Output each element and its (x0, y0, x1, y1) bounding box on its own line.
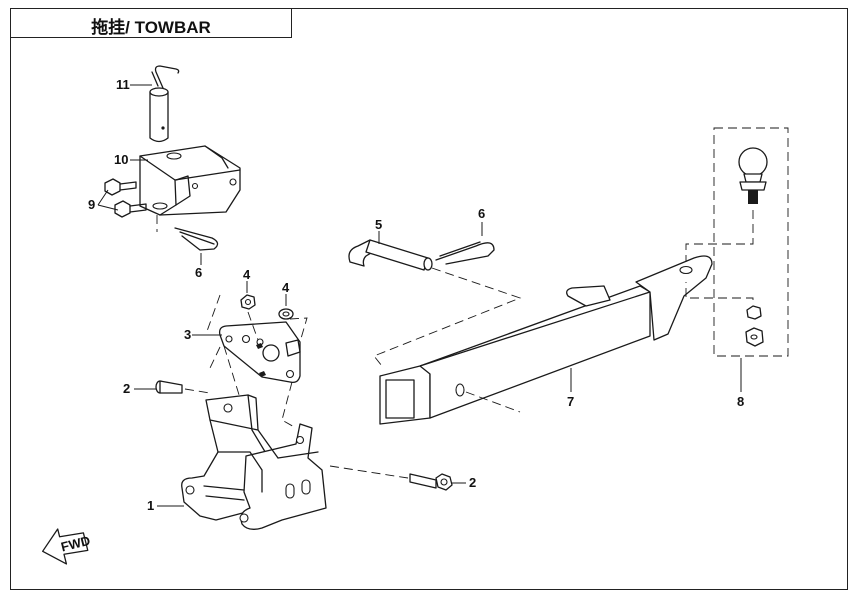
callout-6-right: 6 (478, 206, 485, 221)
callout-2-left: 2 (123, 381, 130, 396)
callout-11: 11 (116, 77, 130, 92)
part-11-hitch-pin (130, 65, 180, 143)
part-7-drawbar (379, 255, 713, 425)
callout-4-left: 4 (243, 267, 251, 282)
part-8-hitch-ball-kit (713, 127, 789, 392)
part-4-nuts (240, 281, 294, 320)
hitch-kit-alignment-lines (685, 210, 754, 300)
callout-8: 8 (737, 394, 744, 409)
callout-10: 10 (114, 152, 128, 167)
callout-7: 7 (567, 394, 574, 409)
title-box: 拖挂/ TOWBAR (10, 8, 292, 38)
part-6-hair-pin-clip-right (435, 222, 495, 265)
callout-4-right: 4 (282, 280, 290, 295)
drawbar-hole-line (465, 391, 521, 413)
part-2-bolt-right (409, 473, 466, 491)
part-1-frame-bracket (157, 394, 327, 530)
callout-6-left: 6 (195, 265, 202, 280)
part-9-bolts (97, 178, 147, 218)
part-2-bolt-left (134, 380, 183, 394)
bolt-left-alignment-line (184, 346, 221, 394)
nut-alignment-lines (205, 294, 308, 343)
diagram-frame (10, 8, 848, 590)
callout-5: 5 (375, 217, 382, 232)
fwd-direction-arrow: FWD (42, 528, 92, 565)
part-5-pin (348, 231, 433, 271)
pin-alignment-line (373, 267, 522, 367)
callout-2-right: 2 (469, 475, 476, 490)
part-6-hair-pin-clip-left (174, 227, 219, 265)
diagram-title: 拖挂/ TOWBAR (91, 18, 211, 37)
callout-9: 9 (88, 197, 95, 212)
part-10-hitch-bracket (130, 145, 241, 216)
bracket-alignment-lines (223, 345, 409, 479)
fwd-label: FWD (59, 533, 91, 555)
callout-3: 3 (184, 327, 191, 342)
part-3-mounting-plate (192, 321, 301, 384)
callout-1: 1 (147, 498, 154, 513)
